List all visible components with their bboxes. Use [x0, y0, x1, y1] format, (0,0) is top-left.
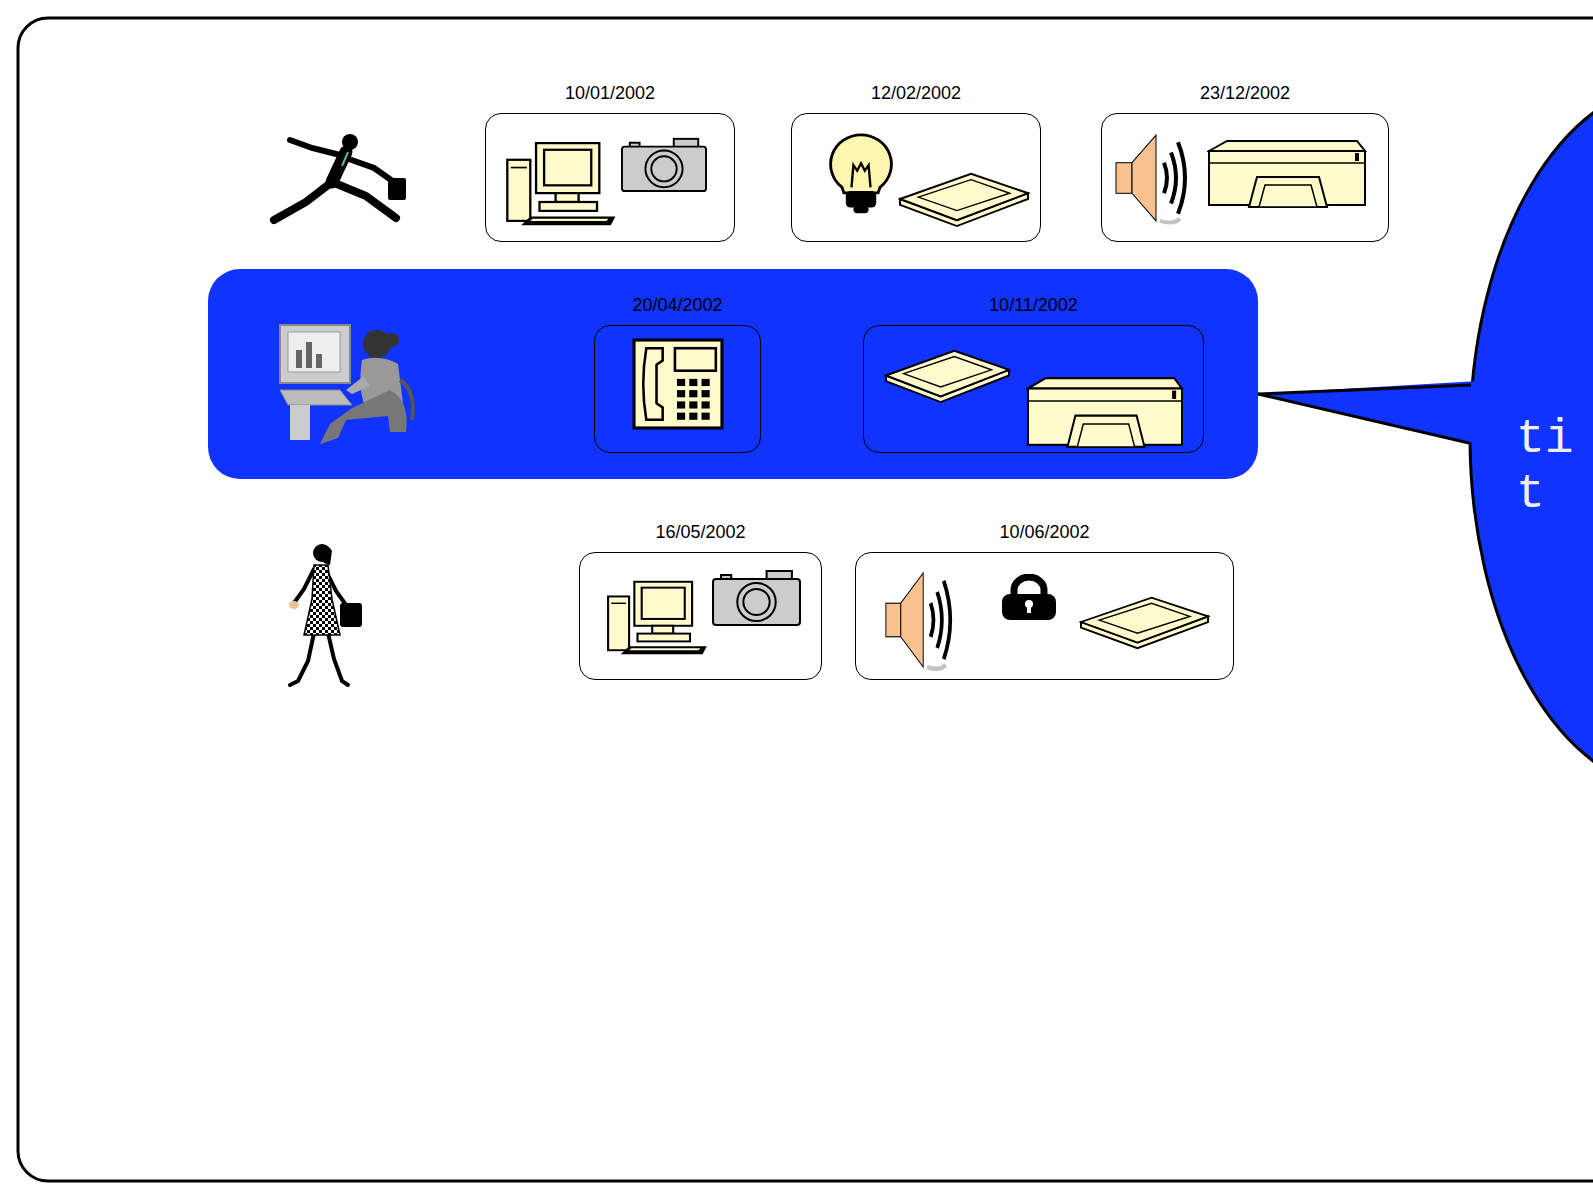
speaker-icon [886, 573, 950, 669]
printer-icon [1209, 141, 1365, 207]
scanner-icon [886, 351, 1009, 402]
printer-icon [1028, 378, 1182, 447]
computer-icon [507, 143, 615, 225]
date-label: 16/05/2002 [560, 521, 841, 543]
callout-text: ti t [1516, 412, 1591, 522]
transaction-box: 20/04/2002 [594, 325, 761, 453]
callout-tail-edge [1258, 394, 1469, 443]
callout-tail-edge [1258, 385, 1471, 394]
walking-woman-figure [289, 544, 362, 685]
computer-icon [608, 582, 707, 654]
callout-ellipse [1470, 83, 1593, 791]
date-label: 23/12/2002 [1082, 82, 1408, 104]
office-worker-figure [280, 325, 413, 444]
date-label: 12/02/2002 [772, 82, 1060, 104]
highlight-band: 20/04/2002 10/11/2002 [208, 269, 1258, 479]
camera-icon [622, 139, 706, 191]
transaction-box: 23/12/2002 [1101, 113, 1389, 242]
date-label: 10/11/2002 [844, 294, 1223, 316]
outer-frame [18, 18, 1593, 1181]
transaction-box: 10/01/2002 [485, 113, 735, 242]
date-label: 10/01/2002 [466, 82, 754, 104]
transaction-box: 10/06/2002 [855, 552, 1234, 680]
scanner-icon [1081, 598, 1208, 648]
phone-icon [634, 340, 722, 428]
callout-tail [1258, 380, 1495, 448]
date-label: 10/06/2002 [836, 521, 1253, 543]
lock-icon [1002, 577, 1056, 620]
transaction-box: 10/11/2002 [863, 325, 1204, 453]
callout-bubble: ti t [1468, 81, 1593, 793]
bulb-icon [831, 135, 892, 213]
date-label: 20/04/2002 [575, 294, 780, 316]
scanner-icon [900, 174, 1028, 226]
transaction-box: 12/02/2002 [791, 113, 1041, 242]
runner-figure [274, 134, 406, 220]
speaker-icon [1116, 135, 1185, 222]
camera-icon [713, 571, 800, 625]
transaction-box: 16/05/2002 [579, 552, 822, 680]
